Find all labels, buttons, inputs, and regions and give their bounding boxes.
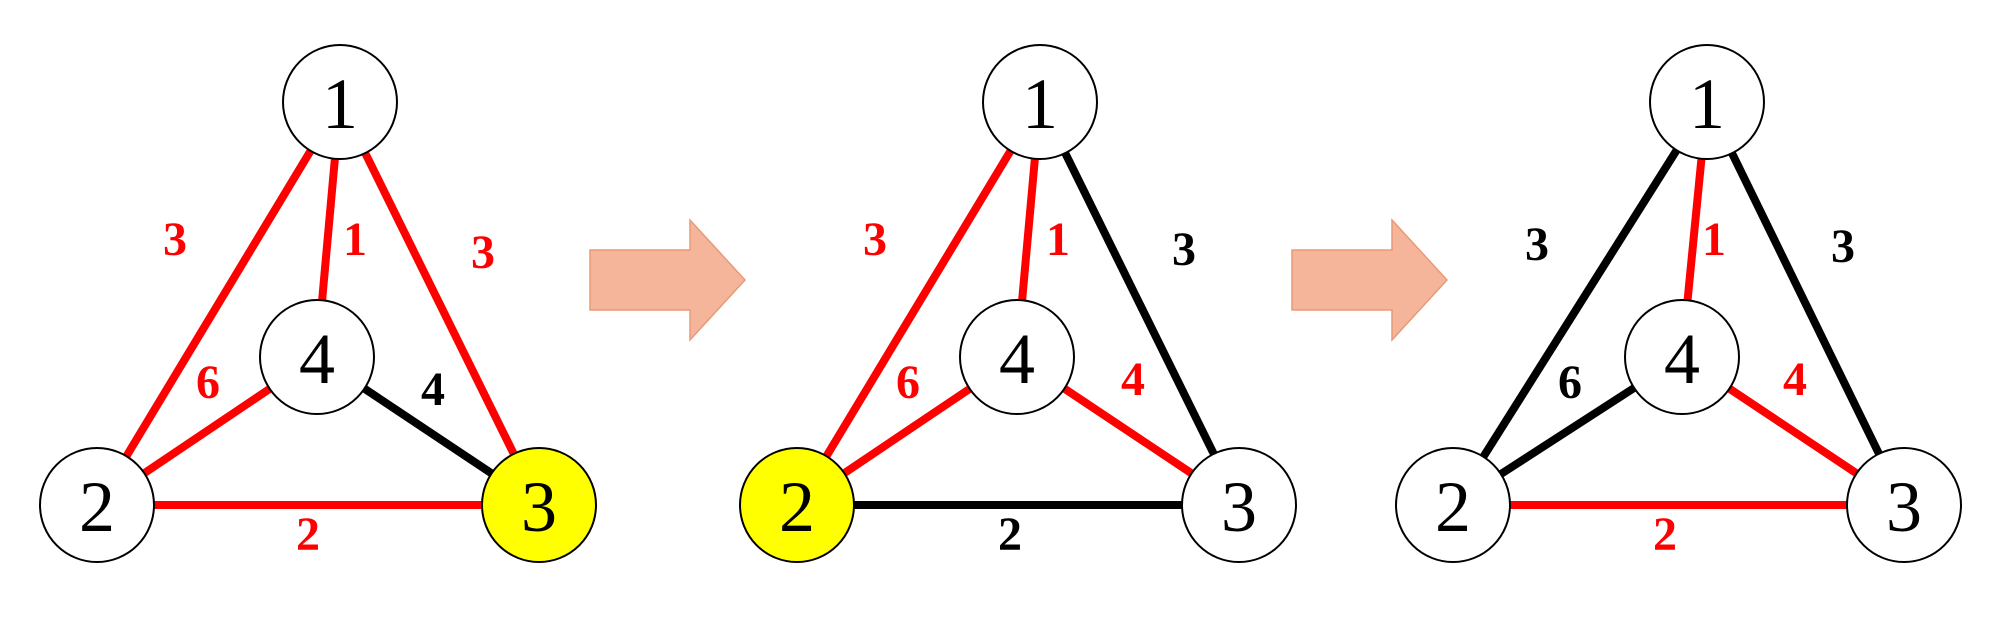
node-circle [1649, 44, 1765, 160]
edge-4-2 [842, 385, 972, 477]
right-arrow-icon [589, 218, 747, 342]
edge-weight-1-3: 3 [471, 226, 495, 279]
edge-weight-4-3: 4 [1121, 353, 1145, 406]
node-circle [282, 44, 398, 160]
node-label: 3 [1886, 467, 1922, 547]
edge-weight-1-2: 3 [163, 213, 187, 266]
node-label: 3 [1221, 467, 1257, 547]
node-2: 2 [739, 447, 855, 563]
edge-4-3 [1727, 385, 1859, 477]
edge-weight-2-3: 2 [1653, 508, 1677, 561]
graph-panel-2: 3 1 3 6 4 2 1 2 3 4 [739, 44, 1297, 563]
node-label: 4 [999, 319, 1035, 399]
node-3: 3 [1846, 447, 1962, 563]
node-circle [1181, 447, 1297, 563]
edge-weight-1-3: 3 [1172, 223, 1196, 276]
edge-1-4 [1018, 158, 1039, 301]
node-circle [982, 44, 1098, 160]
edge-4-2 [1498, 384, 1637, 478]
edge-1-2 [1480, 148, 1680, 459]
node-4: 4 [259, 299, 375, 415]
edge-1-4 [1683, 158, 1706, 301]
edge-4-3 [362, 385, 494, 477]
node-3: 3 [1181, 447, 1297, 563]
node-label: 4 [1664, 319, 1700, 399]
node-label: 1 [1689, 64, 1725, 144]
edge-1-3 [361, 151, 518, 456]
node-circle [259, 299, 375, 415]
edge-weight-1-3: 3 [1831, 220, 1855, 273]
edge-weight-1-2: 3 [863, 213, 887, 266]
edge-weight-4-3: 4 [421, 363, 445, 416]
edge-1-2 [123, 148, 314, 459]
edge-4-2 [142, 385, 272, 477]
edge-weight-1-4: 1 [1046, 213, 1070, 266]
node-1: 1 [982, 44, 1098, 160]
right-arrow-icon [1291, 218, 1449, 342]
node-1: 1 [282, 44, 398, 160]
edge-weight-4-3: 4 [1783, 353, 1807, 406]
node-label: 4 [299, 319, 335, 399]
node-label: 1 [322, 64, 358, 144]
node-circle [39, 447, 155, 563]
edge-weight-1-2: 3 [1525, 218, 1549, 271]
edge-weight-4-2: 6 [896, 356, 920, 409]
edge-weight-4-2: 6 [1558, 356, 1582, 409]
node-2: 2 [1395, 447, 1511, 563]
node-circle [1846, 447, 1962, 563]
node-circle [739, 447, 855, 563]
graph-panel-3: 3 1 3 6 4 2 1 2 3 4 [1395, 44, 1962, 563]
node-4: 4 [959, 299, 1075, 415]
graph-panel-1: 3 1 3 6 4 2 1 2 3 4 [39, 44, 597, 563]
node-circle [1624, 299, 1740, 415]
node-label: 1 [1022, 64, 1058, 144]
edge-weight-2-3: 2 [296, 508, 320, 561]
node-circle [481, 447, 597, 563]
edge-1-4 [318, 158, 339, 301]
edge-weight-1-4: 1 [343, 213, 367, 266]
edge-4-3 [1062, 385, 1194, 477]
node-2: 2 [39, 447, 155, 563]
edge-1-2 [823, 148, 1014, 459]
node-label: 2 [1435, 467, 1471, 547]
node-1: 1 [1649, 44, 1765, 160]
node-3: 3 [481, 447, 597, 563]
edge-weight-1-4: 1 [1702, 213, 1726, 266]
node-4: 4 [1624, 299, 1740, 415]
edge-1-3 [1728, 151, 1883, 456]
node-circle [959, 299, 1075, 415]
edge-1-3 [1061, 151, 1218, 456]
node-circle [1395, 447, 1511, 563]
edge-weight-4-2: 6 [196, 356, 220, 409]
edge-weight-2-3: 2 [998, 508, 1022, 561]
node-label: 2 [779, 467, 815, 547]
node-label: 2 [79, 467, 115, 547]
node-label: 3 [521, 467, 557, 547]
